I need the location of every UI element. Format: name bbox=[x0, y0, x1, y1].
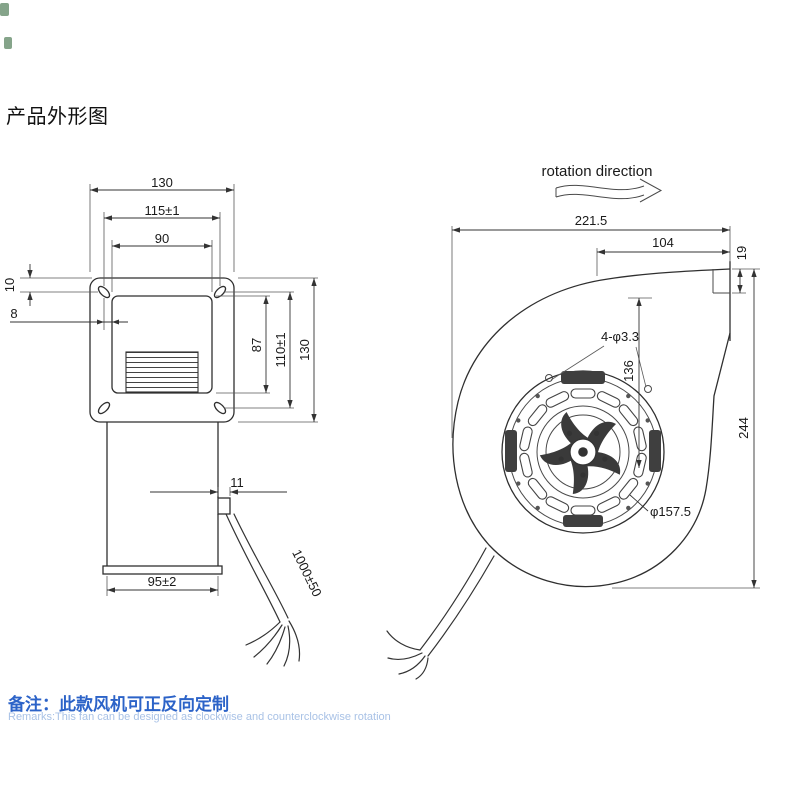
flange-slot-hole bbox=[213, 285, 227, 299]
dim-hole-to-inlet: 8 bbox=[10, 306, 17, 321]
balance-clips bbox=[505, 371, 661, 527]
rotation-direction-label: rotation direction bbox=[542, 163, 653, 180]
power-cable bbox=[225, 513, 301, 667]
outlet-lip bbox=[712, 269, 730, 294]
impeller-hub bbox=[539, 411, 621, 495]
dim-inlet-height: 87 bbox=[249, 338, 264, 352]
volute-housing bbox=[452, 268, 731, 588]
dim-impeller-diameter: φ157.5 bbox=[650, 504, 691, 519]
remark-chinese: 备注：此款风机可正反向定制 bbox=[8, 695, 229, 714]
flange-slot-hole bbox=[97, 285, 111, 299]
front-view: 130 115±1 90 10 8 87 110±1 130 11 95±2 1… bbox=[2, 175, 325, 667]
power-cable-side bbox=[386, 547, 495, 680]
dim-cable-length: 1000±50 bbox=[289, 547, 325, 599]
page-title: 产品外形图 bbox=[6, 106, 109, 128]
dim-overall-height: 244 bbox=[736, 417, 751, 439]
dim-hole-pitch-v: 110±1 bbox=[273, 332, 288, 367]
dim-hole-height: 136 bbox=[621, 360, 636, 382]
dim-gland-width: 11 bbox=[230, 475, 244, 490]
housing-mount-hole bbox=[545, 374, 553, 382]
cable-gland bbox=[217, 497, 231, 515]
dim-edge-to-hole: 10 bbox=[2, 278, 17, 292]
dim-outlet-length: 104 bbox=[652, 235, 674, 250]
dim-overall-length: 221.5 bbox=[575, 213, 608, 228]
side-dimension-lines bbox=[452, 227, 757, 588]
side-extension-lines bbox=[451, 226, 760, 589]
dim-body-width: 95±2 bbox=[148, 574, 177, 589]
hub-boundary bbox=[536, 405, 630, 499]
flange-slot-hole bbox=[97, 401, 111, 415]
body-base bbox=[102, 565, 223, 575]
dim-outlet-lip: 19 bbox=[734, 246, 749, 260]
inlet-opening bbox=[111, 295, 213, 394]
mounting-flange bbox=[89, 277, 235, 423]
dim-flange-height: 130 bbox=[297, 339, 312, 361]
dim-hole-pitch-h: 115±1 bbox=[144, 203, 179, 218]
dim-mounting-holes: 4-φ3.3 bbox=[601, 329, 639, 344]
dim-flange-width: 130 bbox=[151, 175, 173, 190]
fan-body bbox=[106, 422, 219, 566]
flange-slot-hole bbox=[213, 401, 227, 415]
remark-english: Remarks:This fan can be designed as cloc… bbox=[8, 711, 391, 723]
rotation-arrow-icon bbox=[555, 178, 663, 203]
front-extension-lines bbox=[20, 184, 318, 596]
stamp-artifact bbox=[0, 3, 9, 16]
stamp-artifact bbox=[4, 37, 12, 49]
side-view: rotation direction bbox=[386, 163, 760, 680]
front-dimension-lines bbox=[10, 187, 317, 593]
dim-inlet-width: 90 bbox=[155, 231, 169, 246]
housing-mount-hole bbox=[644, 385, 652, 393]
motor-hatch bbox=[125, 351, 199, 393]
